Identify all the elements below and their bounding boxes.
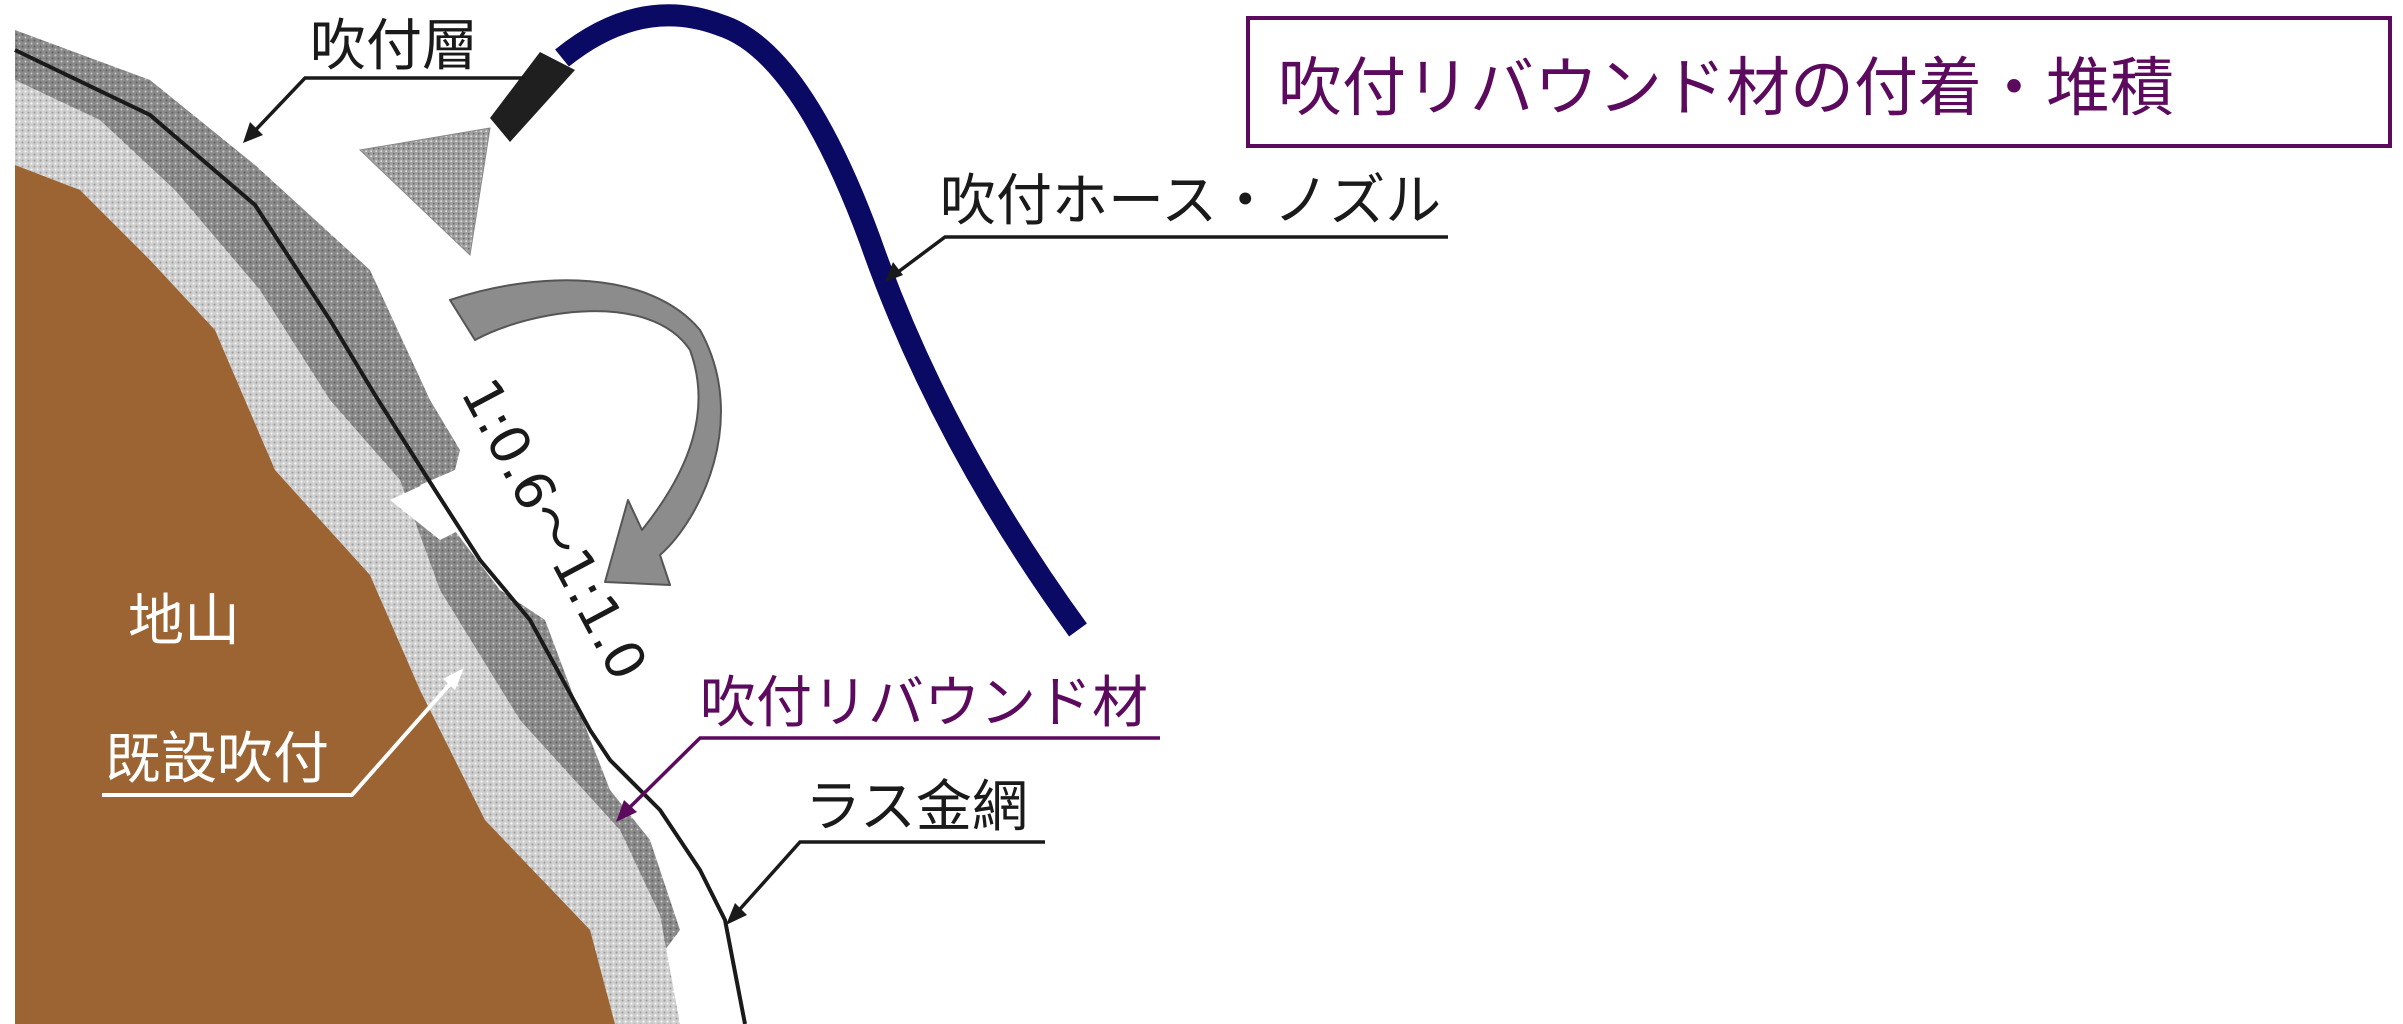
hose: [555, 4, 1087, 637]
spray-cone: [358, 127, 491, 257]
flow-arrow: [449, 279, 722, 586]
nozzle: [490, 52, 575, 142]
existing-spray-leader-head: [443, 668, 464, 690]
spray-layer-leader: [246, 76, 525, 140]
wire-mesh-line: [14, 48, 747, 1024]
existing-spray: [15, 80, 680, 1024]
wire-mesh-leader: [730, 840, 1045, 920]
rebound-leader-head: [616, 800, 637, 822]
title: 吹付リバウンド材の付着・堆積: [1278, 52, 2174, 126]
label-ground: 地山: [128, 589, 240, 654]
title-box: [1246, 16, 2392, 148]
ground: [15, 165, 615, 1024]
spray-layer-leader-head: [243, 122, 263, 143]
rebound-leader: [620, 736, 1160, 817]
label-wire-mesh: ラス金網: [805, 775, 1028, 840]
existing-spray-leader: [102, 673, 460, 797]
label-rebound: 吹付リバウンド材: [700, 671, 1148, 736]
label-existing-spray: 既設吹付: [105, 727, 329, 792]
wire-mesh-leader-head: [726, 903, 747, 925]
hose-nozzle-leader: [888, 235, 1448, 280]
hose-nozzle-leader-head: [885, 262, 903, 282]
label-hose-nozzle: 吹付ホース・ノズル: [940, 169, 1441, 234]
label-spray-layer: 吹付層: [310, 14, 478, 79]
